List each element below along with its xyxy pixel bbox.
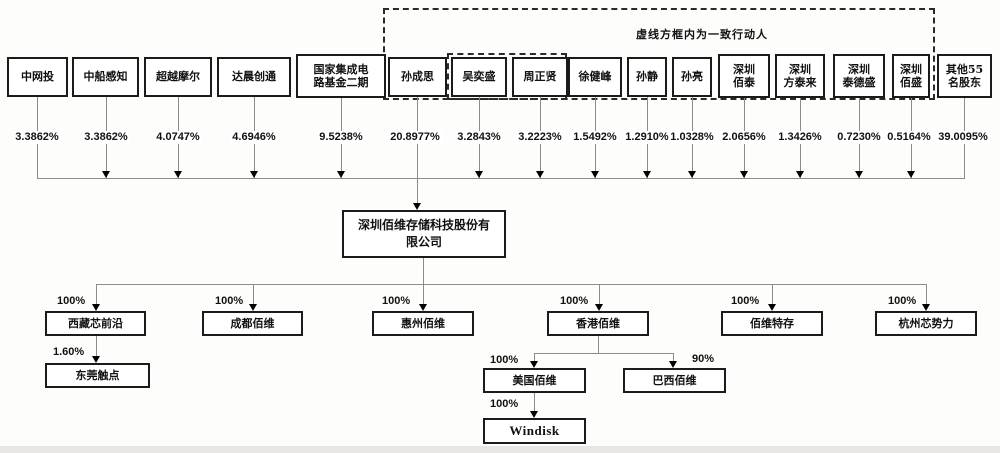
subsidiary-box: 西藏芯前沿 — [45, 311, 146, 336]
connector-line — [534, 353, 673, 354]
subsidiary-box: 成都佰维 — [202, 311, 303, 336]
ownership-percent: 90% — [692, 353, 715, 365]
shareholder-box: 国家集成电 路基金二期 — [296, 54, 386, 98]
arrow-down-icon — [536, 171, 544, 178]
shareholder-box: 徐健峰 — [568, 57, 622, 97]
ownership-percent: 100% — [490, 398, 519, 410]
arrow-down-icon — [530, 361, 538, 368]
arrow-down-icon — [922, 304, 930, 311]
shareholder-box: 中船感知 — [72, 57, 139, 97]
arrow-down-icon — [907, 171, 915, 178]
ownership-percent: 2.0656% — [720, 131, 768, 144]
shareholder-box: 达晨创通 — [217, 57, 291, 97]
subsidiary-box: 香港佰维 — [547, 311, 649, 336]
ownership-percent: 4.0747% — [154, 131, 202, 144]
company-box: 深圳佰维存储科技股份有 限公司 — [342, 210, 506, 258]
ownership-percent: 3.2843% — [455, 131, 503, 144]
shareholder-box: 深圳 方泰来 — [775, 54, 825, 98]
ownership-percent: 0.7230% — [835, 131, 883, 144]
shareholder-box: 深圳 泰德盛 — [833, 54, 885, 98]
ownership-percent: 20.8977% — [388, 131, 442, 144]
shareholder-box: 孙亮 — [672, 57, 712, 97]
connector-line — [534, 393, 535, 411]
ownership-percent: 39.0095% — [936, 131, 990, 144]
ownership-percent: 3.2223% — [516, 131, 564, 144]
ownership-percent: 100% — [215, 295, 244, 307]
ownership-percent: 1.0328% — [668, 131, 716, 144]
page-edge-strip — [0, 446, 1000, 453]
connector-line — [96, 336, 97, 356]
concerted-actors-note: 虚线方框内为一致行动人 — [636, 28, 768, 41]
ownership-percent: 100% — [731, 295, 760, 307]
shareholder-box: 中网投 — [7, 57, 68, 97]
subsidiary-box: 东莞触点 — [45, 363, 150, 388]
arrow-down-icon — [643, 171, 651, 178]
arrow-down-icon — [92, 356, 100, 363]
arrow-down-icon — [740, 171, 748, 178]
shareholder-box: 深圳 佰盛 — [892, 54, 930, 98]
arrow-down-icon — [174, 171, 182, 178]
arrow-down-icon — [102, 171, 110, 178]
arrow-down-icon — [530, 411, 538, 418]
connector-line — [423, 258, 424, 304]
ownership-percent: 100% — [490, 354, 519, 366]
arrow-down-icon — [595, 304, 603, 311]
arrow-down-icon — [249, 304, 257, 311]
connector-line — [772, 284, 773, 304]
arrow-down-icon — [419, 304, 427, 311]
connector-line — [534, 353, 535, 361]
subsidiary-bus-line — [96, 284, 927, 285]
subsidiary-box: 惠州佰维 — [372, 311, 474, 336]
connector-line — [253, 284, 254, 304]
ownership-percent: 9.5238% — [317, 131, 365, 144]
ownership-percent: 3.3862% — [82, 131, 130, 144]
connector-line — [673, 353, 674, 361]
ownership-percent: 4.6946% — [230, 131, 278, 144]
ownership-percent: 100% — [382, 295, 411, 307]
arrow-down-icon — [250, 171, 258, 178]
connector-line — [598, 336, 599, 353]
shareholder-box: 深圳 佰泰 — [718, 54, 770, 98]
shareholder-bus-line — [37, 178, 965, 179]
connector-line — [926, 284, 927, 304]
shareholder-box: 超越摩尔 — [144, 57, 212, 97]
ownership-percent: 1.3426% — [776, 131, 824, 144]
arrow-down-icon — [768, 304, 776, 311]
subsidiary-box: 佰维特存 — [721, 311, 823, 336]
shareholder-box: 其他55 名股东 — [937, 54, 992, 98]
ownership-percent: 0.5164% — [885, 131, 933, 144]
arrow-down-icon — [92, 304, 100, 311]
arrow-down-icon — [337, 171, 345, 178]
arrow-down-icon — [413, 203, 421, 210]
subsidiary-box: Windisk — [483, 418, 586, 444]
connector-line — [96, 284, 97, 304]
ownership-percent: 3.3862% — [13, 131, 61, 144]
shareholder-box: 孙静 — [627, 57, 667, 97]
subsidiary-box: 杭州芯势力 — [875, 311, 977, 336]
subsidiary-box: 巴西佰维 — [623, 368, 726, 393]
ownership-percent: 1.2910% — [623, 131, 671, 144]
connector-line-controller — [417, 97, 418, 203]
arrow-down-icon — [591, 171, 599, 178]
arrow-down-icon — [475, 171, 483, 178]
arrow-down-icon — [688, 171, 696, 178]
arrow-down-icon — [855, 171, 863, 178]
shareholder-box: 吴奕盛 — [451, 57, 507, 97]
connector-line — [599, 284, 600, 304]
shareholder-box-controller: 孙成思 — [388, 57, 447, 97]
ownership-percent: 100% — [57, 295, 86, 307]
shareholder-box: 周正贤 — [512, 57, 568, 97]
arrow-down-icon — [669, 361, 677, 368]
ownership-percent: 1.60% — [53, 346, 85, 358]
subsidiary-box: 美国佰维 — [483, 368, 586, 393]
ownership-percent: 100% — [560, 295, 589, 307]
ownership-percent: 1.5492% — [571, 131, 619, 144]
arrow-down-icon — [796, 171, 804, 178]
ownership-percent: 100% — [888, 295, 917, 307]
